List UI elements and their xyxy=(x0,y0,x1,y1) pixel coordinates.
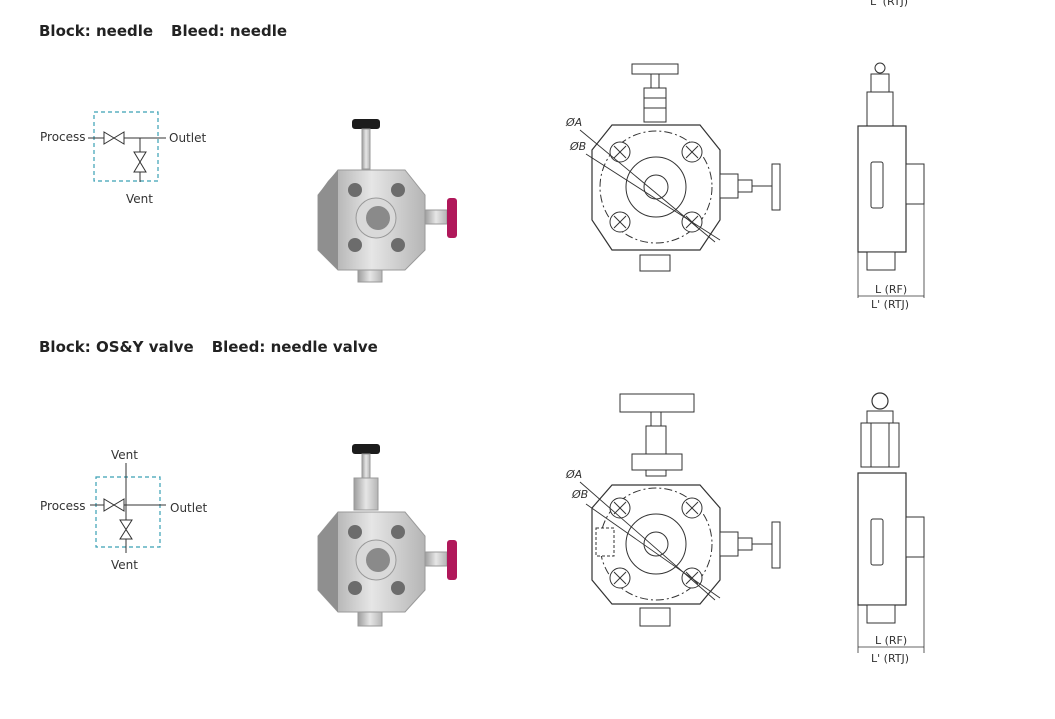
black-handle xyxy=(352,119,380,129)
dia-b-label: ØB xyxy=(569,140,586,153)
manifold-render-1 xyxy=(317,119,457,283)
schematic-1: Process Outlet Vent xyxy=(40,111,206,206)
schematic-box xyxy=(93,111,159,182)
bleed-type-1: Bleed: needle xyxy=(171,22,288,40)
top-fragment: L' (RTJ) xyxy=(870,0,908,8)
outlet-label: Outlet xyxy=(169,131,206,145)
vent-label: Vent xyxy=(111,558,138,572)
block-type-1: Block: needle xyxy=(39,22,154,40)
l-rtj-label: L' (RTJ) xyxy=(871,652,909,665)
l-rf-label: L (RF) xyxy=(875,283,907,296)
block-valve-symbol xyxy=(103,131,125,145)
dia-a-label: ØA xyxy=(565,468,582,481)
schematic-box xyxy=(95,476,161,548)
section-2-heading: Block: OS&Y valve Bleed: needle valve xyxy=(39,338,396,356)
top-dim-label: L' (RTJ) xyxy=(870,0,908,8)
vent-valve-symbol xyxy=(133,151,147,173)
vent-label: Vent xyxy=(126,192,153,206)
vent-top-label: Vent xyxy=(111,448,138,462)
side-view-drawing-2: L (RF) L' (RTJ) xyxy=(857,392,925,665)
manifold-render-2 xyxy=(317,444,457,627)
outlet-label: Outlet xyxy=(170,501,207,515)
red-handle xyxy=(447,198,457,238)
side-view-drawing-1: L (RF) L' (RTJ) xyxy=(857,62,925,311)
front-view-drawing-2: ØA ØB xyxy=(565,393,781,627)
front-view-drawing-1: ØA ØB xyxy=(565,63,781,272)
process-label: Process xyxy=(40,130,86,144)
block-type-2: Block: OS&Y valve xyxy=(39,338,194,356)
l-rtj-label: L' (RTJ) xyxy=(871,298,909,311)
bleed-type-2: Bleed: needle valve xyxy=(211,338,378,356)
l-rf-label: L (RF) xyxy=(875,634,907,647)
process-label: Process xyxy=(40,499,86,513)
dia-a-label: ØA xyxy=(565,116,582,129)
schematic-2: Vent Process Outlet Vent xyxy=(40,448,207,572)
section-1-heading: Block: needle Bleed: needle xyxy=(39,22,305,40)
dia-b-label: ØB xyxy=(571,488,588,501)
